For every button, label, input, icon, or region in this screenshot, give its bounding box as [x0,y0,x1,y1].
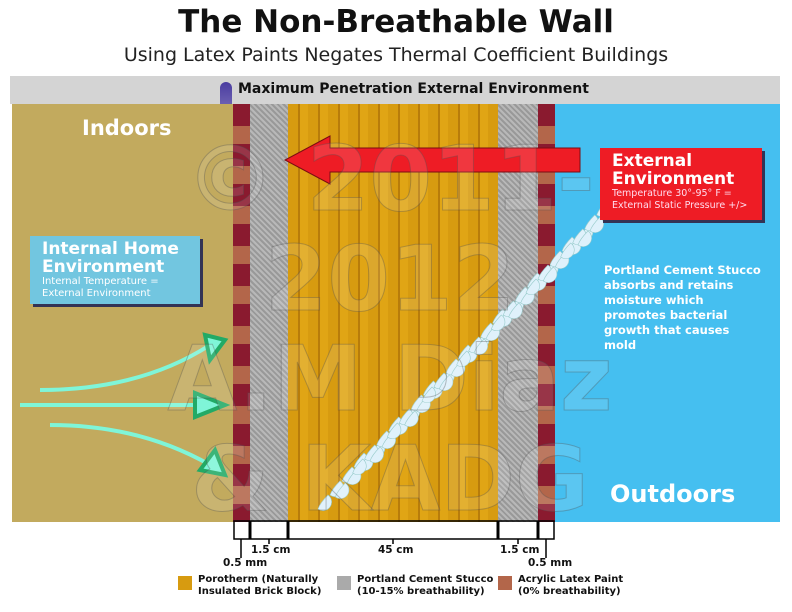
water-droplet-icon [589,216,604,233]
internal-line-2: External Environment [42,288,151,299]
water-droplet-icon [334,482,350,499]
external-heading-1: External [612,151,693,171]
dimension-scale [233,520,555,558]
legend-text: Portland Cement Stucco [357,574,494,585]
internal-heading-1: Internal Home [42,239,179,259]
internal-line-1: Internal Temperature = [42,276,159,287]
external-penetration-band: Maximum Penetration External Environment [10,76,780,104]
legend-swatch-paint [498,576,512,590]
dim-paint-left: 0.5 mm [223,557,268,569]
stucco-layer-left [250,104,288,522]
water-droplet-icon [369,446,384,463]
water-droplet-icon [508,302,523,319]
legend-swatch-stucco [337,576,351,590]
moisture-droplets [317,188,628,511]
copyright-watermark: © 2011-2012 A.M Diaz & KADG [130,127,650,532]
indoor-region [12,104,234,522]
water-droplet-icon [456,350,471,367]
latex-paint-layer-right [538,104,555,522]
water-droplet-icon [438,374,454,391]
legend-stucco: Portland Cement Stucco(10-15% breathabil… [357,574,493,598]
latex-paint-layer-left [233,104,250,522]
watermark-line: © 2011-2012 [185,127,595,332]
legend-text: Acrylic Latex Paint [518,574,624,585]
band-label: Maximum Penetration External Environment [238,81,589,97]
outdoors-label: Outdoors [610,480,736,508]
water-droplet-icon [404,410,419,427]
water-droplet-icon [490,314,506,331]
water-droplet-icon [352,458,367,475]
legend-text: (0% breathability) [518,586,621,597]
airflow-arrows-icon [20,332,231,478]
external-environment-box: External Environment Temperature 30°-95°… [600,148,762,220]
legend-text: (10-15% breathability) [357,586,485,597]
legend-paint: Acrylic Latex Paint(0% breathability) [518,574,623,598]
water-droplet-icon [577,230,592,247]
legend-text: Porotherm (Naturally [198,574,319,585]
water-droplet-icon [386,422,402,439]
water-droplet-icon [560,242,575,259]
water-droplet-icon [542,266,558,283]
watermark-line: & KADG [191,427,590,532]
legend-text: Insulated Brick Block) [198,586,322,597]
dim-paint-right: 0.5 mm [528,557,573,569]
dim-brick: 45 cm [378,544,414,556]
indoors-label: Indoors [82,116,172,140]
external-line-1: Temperature 30°-95° F = [612,188,732,199]
water-droplet-icon [421,386,436,403]
water-droplet-icon [473,338,488,355]
diagram-title: The Non-Breathable Wall [178,4,614,40]
water-droplet-icon [317,494,332,511]
legend-swatch-brick [178,576,192,590]
water-droplet-icon [525,278,540,295]
internal-environment-box: Internal Home Environment Internal Tempe… [30,236,200,304]
internal-heading-2: Environment [42,257,165,277]
red-arrow-icon [283,135,581,185]
external-heading-2: Environment [612,169,735,189]
dim-stucco-right: 1.5 cm [500,544,540,556]
mold-note: Portland Cement Stucco absorbs and retai… [604,263,761,352]
watermark-line: A.M Diaz [167,327,613,432]
dim-stucco-left: 1.5 cm [251,544,291,556]
diagram-subtitle: Using Latex Paints Negates Thermal Coeff… [123,44,669,66]
external-line-2: External Static Pressure +/> [612,200,748,211]
